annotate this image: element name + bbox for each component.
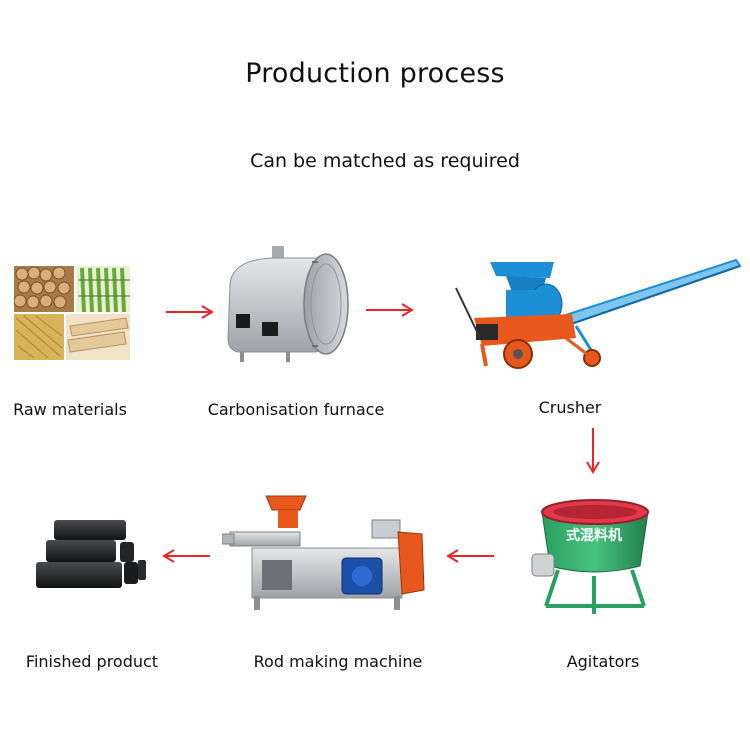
arrow-right-icon [366, 303, 414, 317]
agitator-drum-text: 式混料机 [566, 527, 622, 544]
charcoal-briquettes-image [36, 520, 146, 588]
page-title: Production process [245, 58, 505, 89]
arrow-left-icon [446, 549, 494, 563]
stage-label-crusher: Crusher [538, 398, 602, 417]
arrow-right-icon [166, 305, 214, 319]
rod-making-machine-image [222, 495, 425, 610]
stage-label-carbonisation-furnace: Carbonisation furnace [207, 400, 385, 419]
page-subtitle: Can be matched as required [250, 150, 520, 172]
arrow-down-icon [586, 428, 600, 474]
agitator-image: 式混料机 [531, 499, 649, 614]
stage-label-finished-product: Finished product [25, 652, 159, 671]
carbonisation-furnace-image [227, 246, 349, 362]
arrow-left-icon [162, 549, 210, 563]
stage-label-agitators: Agitators [566, 652, 640, 671]
raw-materials-image [14, 266, 130, 360]
crusher-image [455, 258, 742, 369]
stage-label-rod-making-machine: Rod making machine [253, 652, 423, 671]
stage-label-raw-materials: Raw materials [13, 400, 127, 419]
